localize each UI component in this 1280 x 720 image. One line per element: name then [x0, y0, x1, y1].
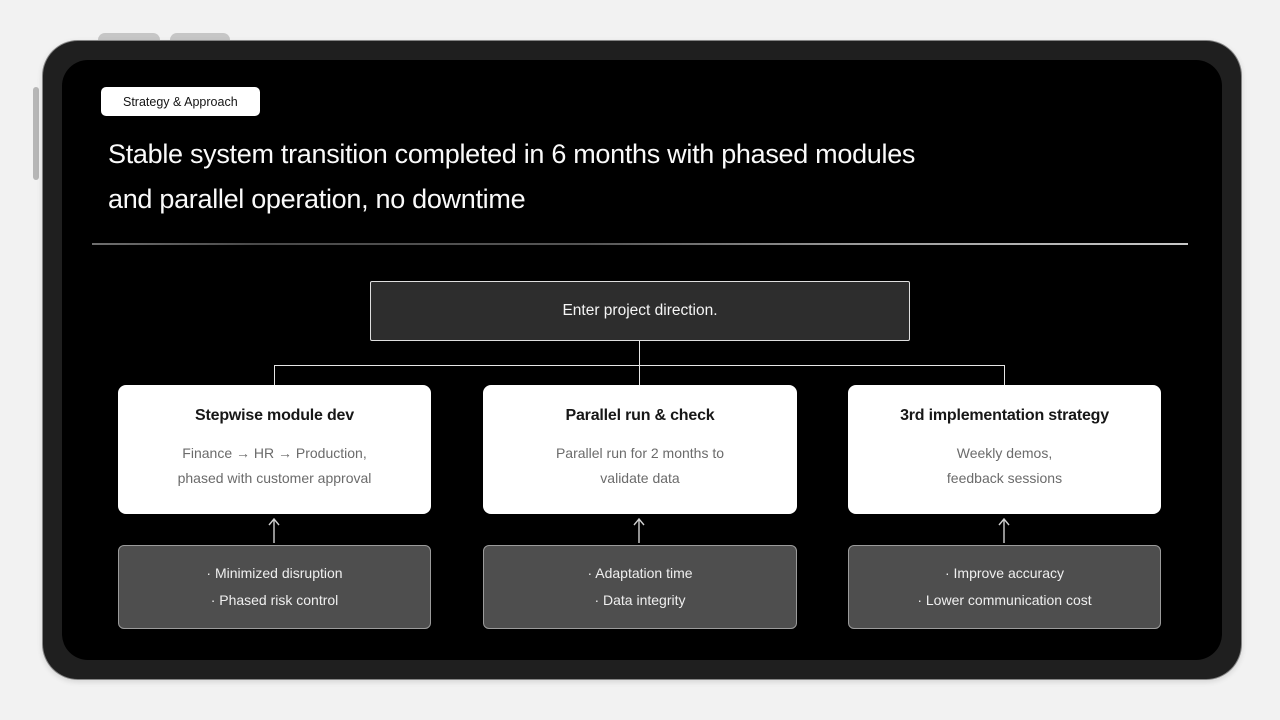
connector-root-vertical	[639, 341, 640, 365]
up-arrow-icon	[998, 517, 1010, 543]
strategy-card-desc: Parallel run for 2 months to validate da…	[483, 441, 797, 491]
strategy-card-desc-line2: phased with customer approval	[177, 470, 372, 486]
benefit-line2: · Phased risk control	[210, 592, 339, 608]
up-arrow-icon	[268, 517, 280, 543]
strategy-card: Stepwise module dev Finance → HR → Produ…	[118, 385, 431, 514]
title-divider	[92, 243, 1188, 245]
strategy-card-title: 3rd implementation strategy	[900, 407, 1109, 424]
strategy-card-desc-line1: Finance → HR → Production,	[182, 445, 367, 461]
connector-branch-left	[274, 365, 275, 385]
strategy-card-desc-line1: Parallel run for 2 months to	[555, 445, 725, 461]
strategy-card-desc: Weekly demos, feedback sessions	[848, 441, 1161, 491]
connector-branch-right	[1004, 365, 1005, 385]
strategy-card-desc: Finance → HR → Production, phased with c…	[118, 441, 431, 491]
strategy-card: 3rd implementation strategy Weekly demos…	[848, 385, 1161, 514]
flow-root-node: Enter project direction.	[370, 281, 910, 341]
benefit-box: · Improve accuracy · Lower communication…	[848, 545, 1161, 629]
slide-title: Stable system transition completed in 6 …	[108, 132, 915, 222]
connector-branch-middle	[639, 365, 640, 385]
benefit-line1: · Improve accuracy	[944, 565, 1065, 581]
strategy-card-desc-line2: feedback sessions	[946, 470, 1063, 486]
section-badge: Strategy & Approach	[101, 87, 260, 116]
slide-title-line1: Stable system transition completed in 6 …	[108, 139, 916, 169]
strategy-card: Parallel run & check Parallel run for 2 …	[483, 385, 797, 514]
slide-title-line2: and parallel operation, no downtime	[108, 184, 526, 214]
strategy-card-title: Parallel run & check	[565, 407, 715, 424]
benefit-line1: · Adaptation time	[587, 565, 693, 581]
benefit-line2: · Data integrity	[594, 592, 686, 608]
benefit-box: · Adaptation time · Data integrity	[483, 545, 797, 629]
strategy-card-desc-line2: validate data	[600, 470, 680, 486]
up-arrow-icon	[633, 517, 645, 543]
benefit-line1: · Minimized disruption	[206, 565, 343, 581]
strategy-card-desc-line1: Weekly demos,	[956, 445, 1053, 461]
benefit-line2: · Lower communication cost	[917, 592, 1092, 608]
tablet-side-button	[33, 87, 39, 180]
slide-canvas: Strategy & Approach Stable system transi…	[62, 60, 1222, 660]
strategy-card-title: Stepwise module dev	[195, 407, 354, 424]
benefit-box: · Minimized disruption · Phased risk con…	[118, 545, 431, 629]
